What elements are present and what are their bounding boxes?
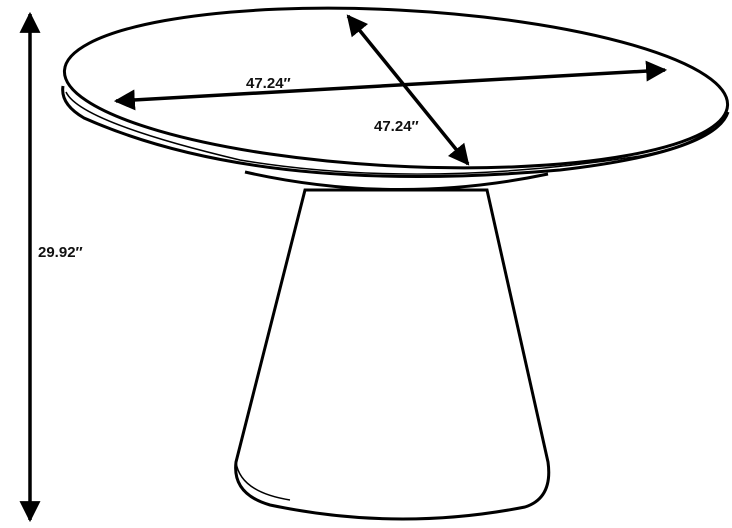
diameter-diagonal-arrow — [346, 14, 470, 166]
tabletop-surface — [62, 6, 730, 170]
diameter-diagonal-label: 47.24″ — [374, 118, 419, 135]
diameter-horizontal-label: 47.24″ — [246, 75, 291, 92]
diameter-diagonal-dimension: 47.24″ — [346, 14, 470, 166]
height-dimension: 29.92″ — [19, 11, 83, 523]
pedestal-base — [234, 188, 551, 521]
table-apron — [244, 170, 549, 191]
height-label: 29.92″ — [38, 244, 83, 261]
